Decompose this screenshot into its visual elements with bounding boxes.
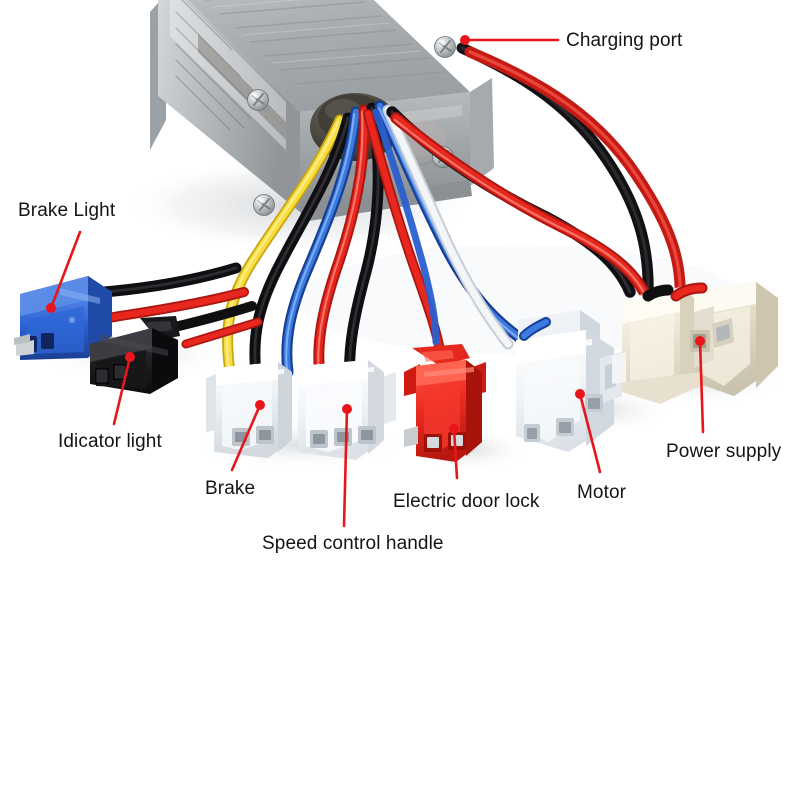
brake-connector bbox=[206, 362, 292, 458]
callout-label-speed-control-handle: Speed control handle bbox=[262, 533, 444, 554]
brake-light-connector bbox=[14, 276, 112, 360]
connector-wire-tails bbox=[519, 282, 708, 341]
case-screw bbox=[434, 36, 456, 58]
callout-label-motor: Motor bbox=[577, 482, 627, 503]
callout-label-electric-door-lock: Electric door lock bbox=[393, 491, 540, 512]
callout-label-charging-port: Charging port bbox=[566, 30, 683, 51]
callout-label-brake: Brake bbox=[205, 478, 256, 499]
case-screw bbox=[247, 89, 269, 111]
callout-label-power-supply: Power supply bbox=[666, 441, 782, 462]
callout-label-brake-light: Brake Light bbox=[18, 200, 116, 221]
case-screw bbox=[253, 194, 275, 216]
callout-label-indicator-light: Idicator light bbox=[58, 431, 162, 452]
door-lock-connector bbox=[404, 344, 486, 462]
wire-harness bbox=[40, 100, 652, 384]
charging-port-wires bbox=[456, 42, 686, 306]
throttle-connector bbox=[298, 360, 396, 460]
power-supply-connector bbox=[612, 282, 778, 404]
